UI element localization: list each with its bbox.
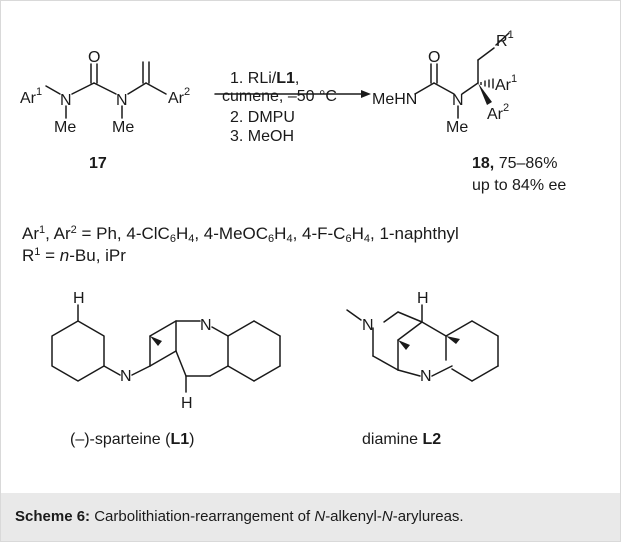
sparteine-n-left: N: [120, 368, 132, 385]
sm-me-left: Me: [54, 119, 76, 136]
product-r1: R1: [496, 29, 514, 50]
structure-diamine-L2: [346, 304, 499, 382]
scheme-caption: Scheme 6: Carbolithiation-rearrangement …: [15, 508, 464, 525]
sparteine-label: (–)-sparteine (L1): [70, 431, 194, 448]
diamine-label: diamine L2: [362, 431, 441, 448]
diamine-n-left: N: [362, 317, 374, 334]
compound-number-18: 18, 75–86%: [472, 155, 557, 172]
caption-bar: Scheme 6: Carbolithiation-rearrangement …: [1, 493, 620, 541]
product-me: Me: [446, 119, 468, 136]
sm-ar2: Ar2: [168, 86, 190, 107]
reaction-arrow: [214, 90, 371, 98]
structure-product-18: [414, 32, 510, 119]
product-ar1: Ar1: [495, 73, 517, 94]
product-o-atom: O: [428, 49, 440, 66]
scheme-drawing: Ar1 N Me O N Me Ar2 17 1. RLi/L1, cumene…: [20, 29, 566, 448]
product-mehn: MeHN: [372, 91, 417, 108]
condition-step1: 1. RLi/L1,: [230, 70, 299, 87]
product-ar2: Ar2: [487, 102, 509, 123]
condition-step1-line2: cumene, –50 °C: [222, 88, 337, 105]
sparteine-h-top: H: [73, 290, 85, 307]
compound-number-17: 17: [89, 155, 107, 172]
product-wedge-bond: [478, 83, 492, 105]
sm-ar1: Ar1: [20, 86, 42, 107]
structure-sparteine-L1: [51, 304, 281, 393]
substituent-line-r: R1 = n-Bu, iPr: [22, 246, 126, 265]
product-hash-bond: [480, 78, 494, 89]
substituent-line-ar: Ar1, Ar2 = Ph, 4-ClC6H4, 4-MeOC6H4, 4-F-…: [22, 224, 459, 245]
diamine-n-right: N: [420, 368, 432, 385]
sm-o-atom: O: [88, 49, 100, 66]
product-n-atom: N: [452, 92, 464, 109]
sm-n-right: N: [116, 92, 128, 109]
condition-step2: 2. DMPU: [230, 109, 295, 126]
condition-step3: 3. MeOH: [230, 128, 294, 145]
sm-me-right: Me: [112, 119, 134, 136]
sparteine-h-bottom: H: [181, 395, 193, 412]
sparteine-n-right: N: [200, 317, 212, 334]
sm-n-left: N: [60, 92, 72, 109]
product-ee: up to 84% ee: [472, 177, 566, 194]
structure-urea-17: [45, 61, 167, 119]
diamine-h-top: H: [417, 290, 429, 307]
